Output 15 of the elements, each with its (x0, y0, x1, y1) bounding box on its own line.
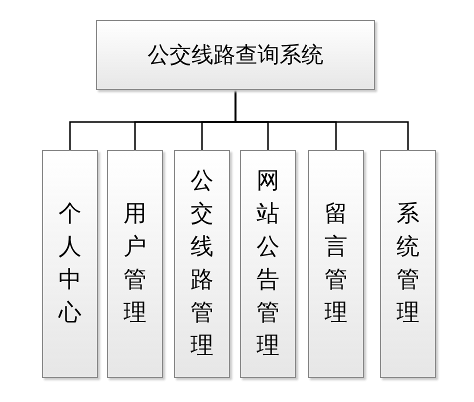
module-box (42, 150, 98, 378)
module-label: 网站公告管理 (256, 167, 280, 361)
module-box (308, 150, 364, 378)
connector-line (234, 90, 409, 150)
module-label: 用户管理 (123, 200, 147, 328)
module-label: 系统管理 (396, 200, 420, 328)
system-title: 公交线路查询系统 (148, 42, 324, 70)
module-label: 个人中心 (58, 200, 82, 328)
system-box (96, 20, 375, 90)
module-label: 留言管理 (324, 200, 348, 328)
module-box (174, 150, 230, 378)
module-box (240, 150, 296, 378)
module-box (107, 150, 163, 378)
module-box (380, 150, 436, 378)
module-label: 公交线路管理 (190, 167, 214, 361)
